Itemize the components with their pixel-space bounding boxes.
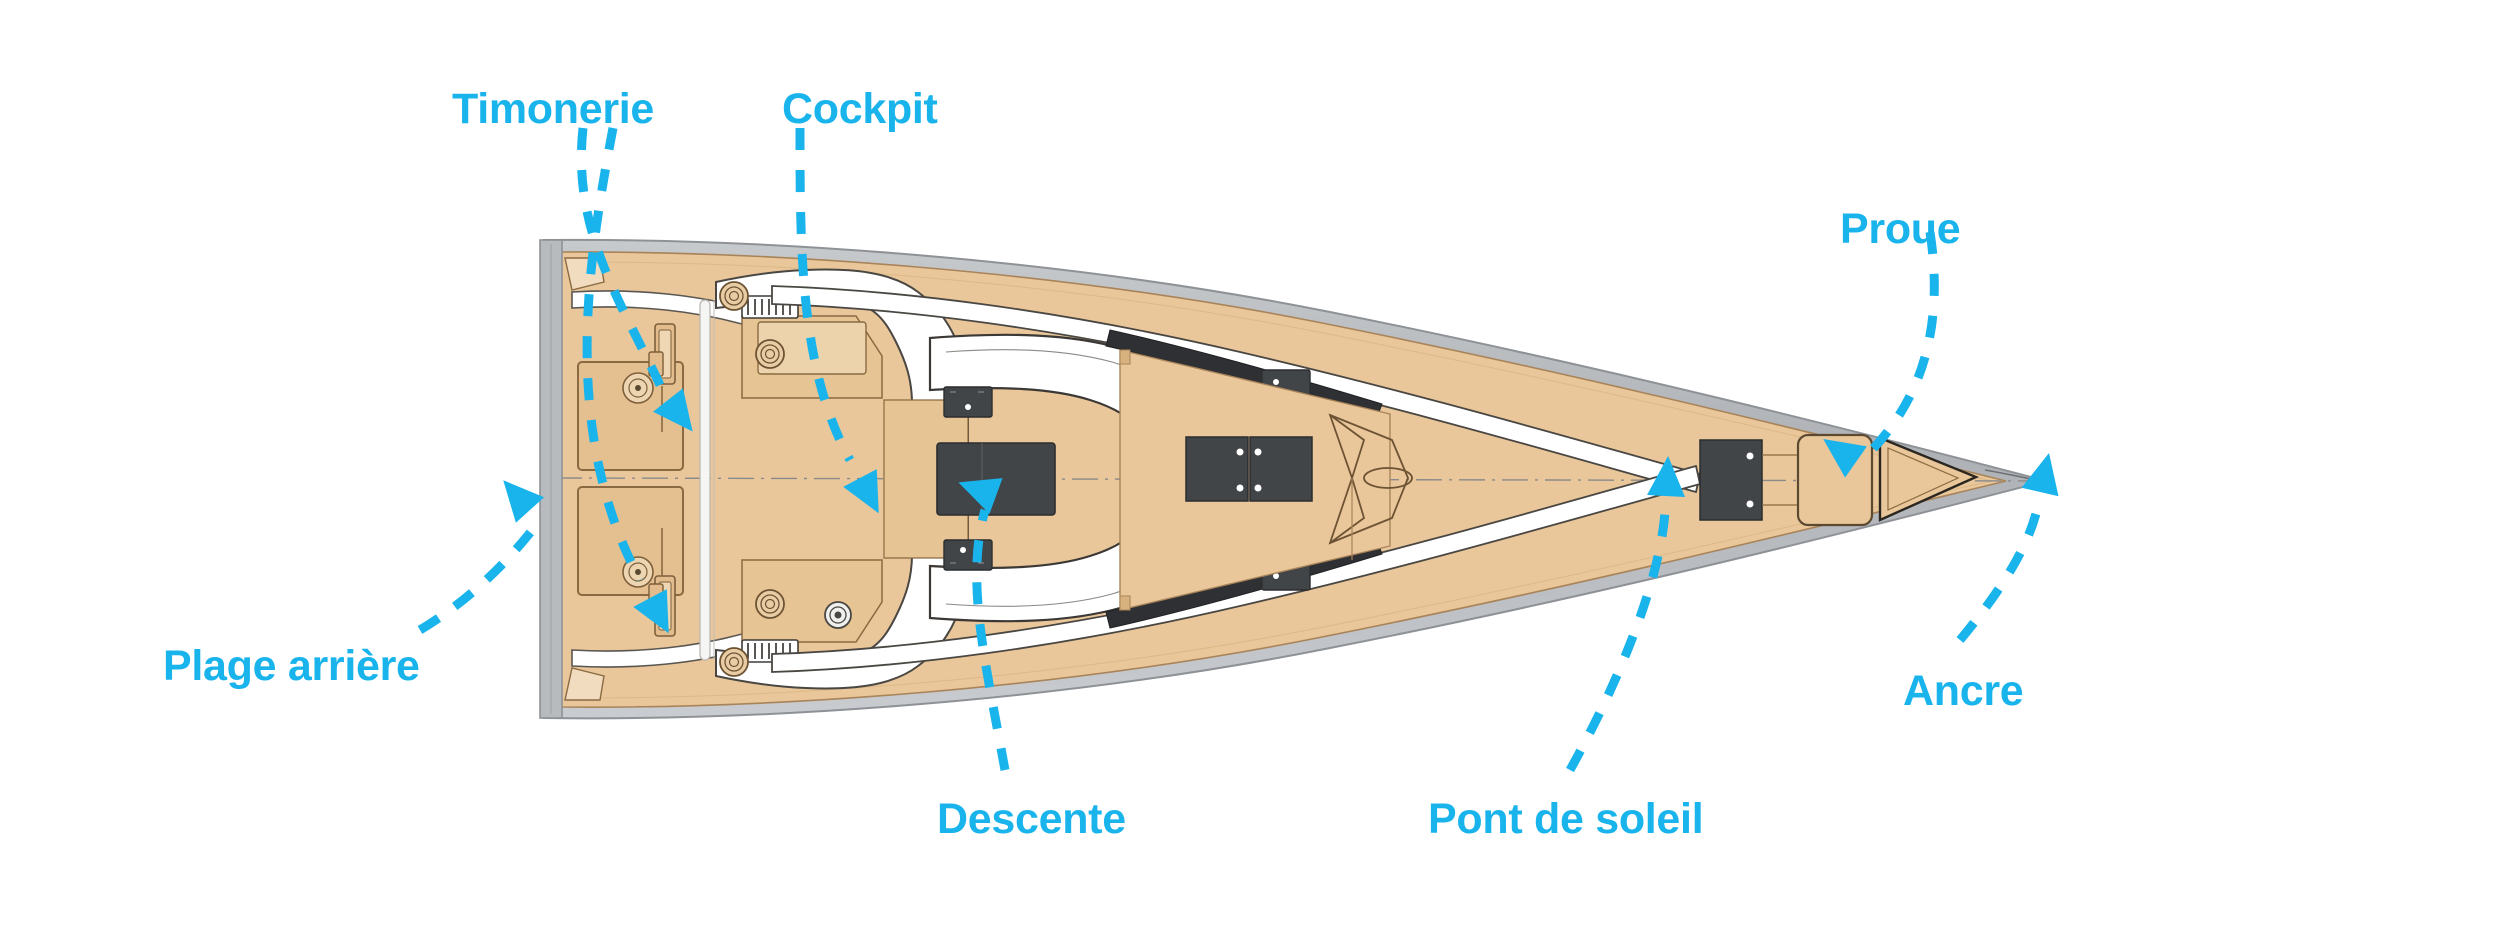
winch [719,647,749,677]
arrowhead-proue [1823,439,1867,478]
bow-anchor-roller [1878,436,1980,522]
arrowhead-timonerie-starboard [633,589,669,634]
arrowhead-plage-arriere [503,480,545,523]
coachroof-hatch-aft [943,539,993,571]
pont-de-soleil-zone [1119,349,1413,611]
arrowhead-cockpit [843,469,879,514]
leader-plage-arriere [417,517,544,634]
label-cockpit: Cockpit [782,85,938,133]
plage-arriere-panel-starboard [577,486,684,596]
transom [539,239,563,719]
leader-descente [972,508,1010,771]
cockpit-zone [715,268,969,690]
leader-cockpit [795,127,854,463]
aft-seat-starboard [564,667,605,701]
winch [755,339,785,369]
leader-timonerie-port [576,127,665,387]
arrowhead-descente [958,478,1003,514]
leader-proue [1866,231,1939,456]
helm-station-port [622,323,676,432]
winch [824,601,852,629]
winch [755,589,785,619]
leader-ancre [1956,504,2043,643]
foredeck-hatch-pair [1185,436,1313,502]
label-timonerie: Timonerie [452,85,655,133]
label-pont-de-soleil: Pont de soleil [1428,795,1704,843]
arrowhead-timonerie-port [653,388,693,432]
bow-anchor-roller-inner [1887,447,1960,511]
cockpit-sole-strip [699,299,711,661]
side-deck-starboard [771,464,1702,673]
winch [719,281,749,311]
label-ancre: Ancre [1903,667,2024,715]
leader-arrowheads-group [503,388,2059,634]
side-deck-port [771,285,1702,494]
coachroof-hatch-forward [943,386,993,418]
arrowhead-pont-de-soleil [1647,456,1685,497]
leader-lines-group [417,127,2043,773]
label-plage-arriere: Plage arrière [163,642,420,690]
leader-timonerie-starboard [582,127,644,583]
label-proue: Proue [1840,205,1961,253]
arrowhead-ancre [2021,453,2059,497]
deck-seam-lines [565,261,1993,699]
windlass-hatch [1699,439,1763,521]
foredeck-corner-marks [1119,349,1131,611]
label-descente: Descente [937,795,1126,843]
